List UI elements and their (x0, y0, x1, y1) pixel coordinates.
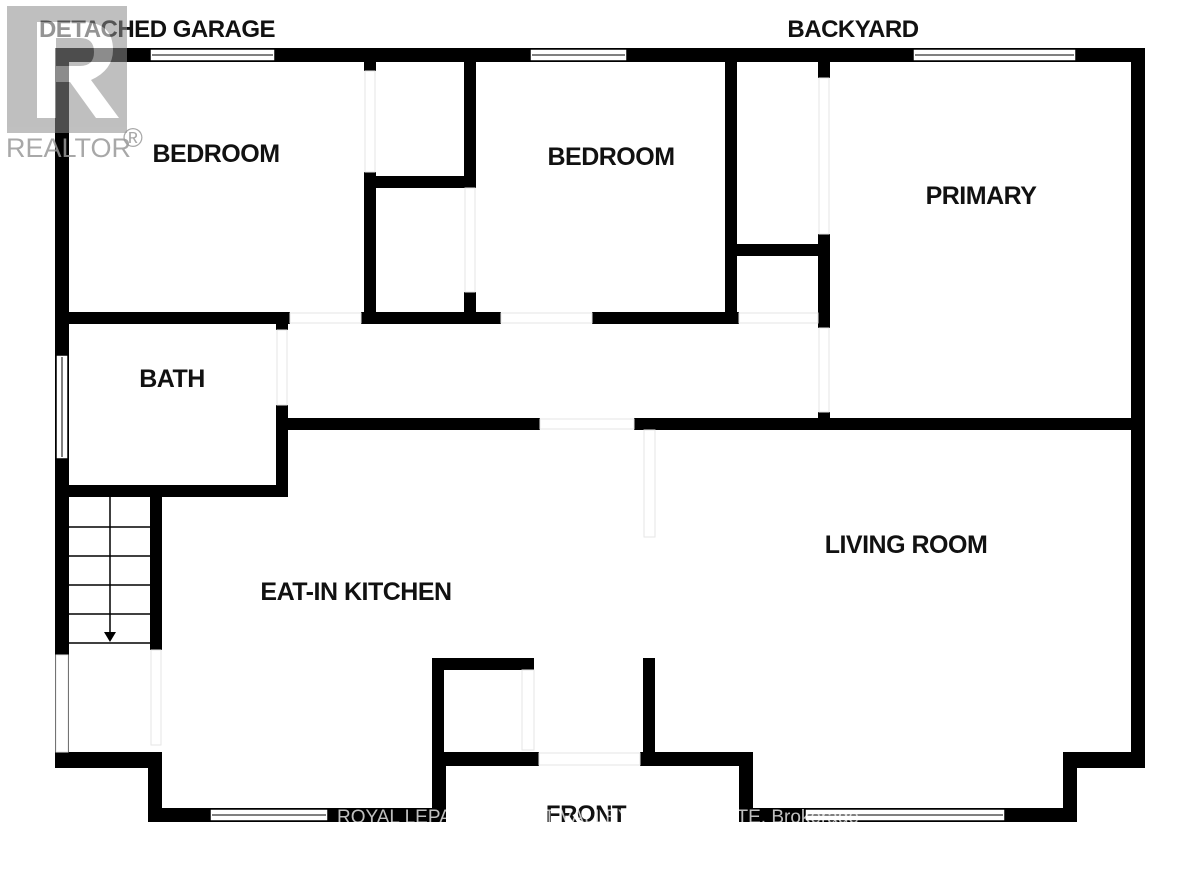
window-top-right (912, 48, 1077, 62)
room-label-primary: PRIMARY (926, 182, 1038, 210)
window-top-left (149, 48, 276, 62)
label-backyard: BACKYARD (787, 16, 918, 43)
room-label-bath: BATH (139, 365, 205, 393)
stairs (69, 497, 150, 644)
room-label-bedroom-middle: BEDROOM (547, 143, 674, 171)
room-label-eat-in-kitchen: EAT-IN KITCHEN (260, 578, 451, 606)
window-bottom-right (804, 808, 1006, 822)
room-label-bedroom-left: BEDROOM (152, 140, 279, 168)
window-bath (55, 354, 69, 460)
stairs-down-arrow-icon (104, 632, 116, 642)
realtor-r-logo-icon (7, 6, 127, 133)
room-label-living-room: LIVING ROOM (825, 531, 988, 559)
realtor-wordmark: REALTOR (6, 133, 131, 163)
openings (55, 70, 830, 766)
realtor-registered-mark: ® (123, 123, 143, 153)
window-top-middle (529, 48, 628, 62)
windows (55, 48, 1077, 822)
brokerage-watermark: ROYAL LEPAGE CREDIT VALLEY REAL ESTATE, … (337, 807, 859, 828)
label-front: FRONT (546, 801, 627, 828)
realtor-logo: REALTOR ® (6, 6, 143, 163)
window-bottom-left (209, 808, 329, 822)
interior-walls (55, 62, 1145, 758)
